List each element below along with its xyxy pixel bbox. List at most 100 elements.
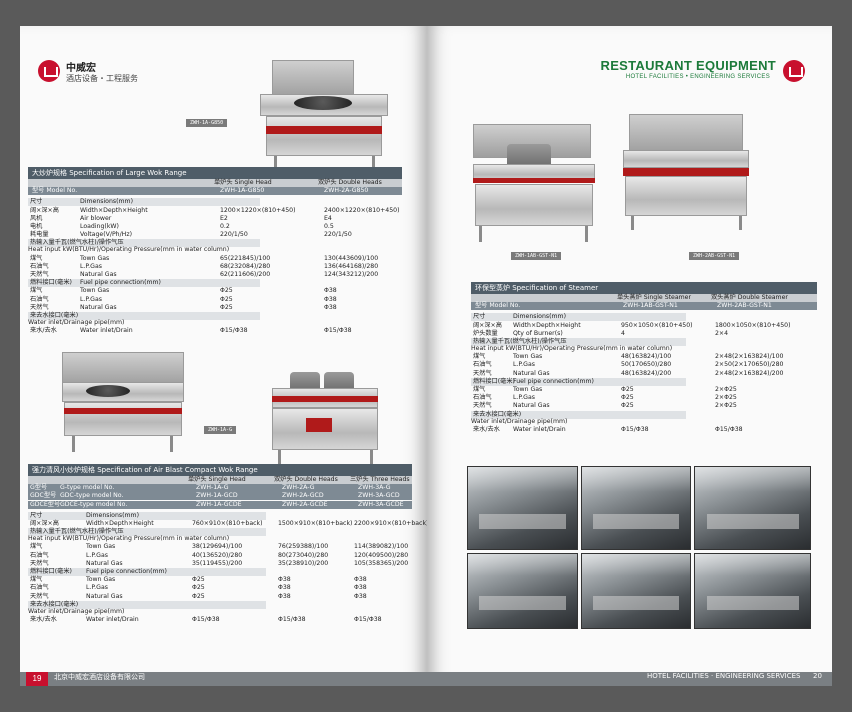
section-row: 燃料接口(毫米) Fuel pipe connection(mm) [28,568,267,576]
page-title: RESTAURANT EQUIPMENT [600,58,776,73]
row-label-cn: 石油气 [30,551,49,559]
spec-value: 2×48(2×163824)/100 [715,353,784,361]
spec-value: 35(238910)/200 [278,559,329,567]
row-label-en: Water inlet/Drain [513,425,566,433]
row-label-cn: 燃料接口(毫米) [30,568,72,575]
row-label-en: Natural Gas [86,592,123,600]
column-header: 双炉头 Double Heads [274,476,338,483]
row-label-cn: 石油气 [30,584,49,592]
row-label-cn: 热输入量千瓦(燃气水柱)/操作气压 [30,239,124,247]
row-label-cn: 石油气 [30,295,49,303]
row-label-en: Fuel pipe connection(mm) [513,377,594,385]
row-label-cn: 天然气 [30,303,49,311]
row-label-en: Width×Depth×Height [513,321,581,329]
row-label-en: Water inlet/Drain [86,616,139,623]
spec-value: Φ38 [324,295,337,303]
spec-value: Φ15/Φ38 [324,327,352,335]
spec-value: 760×910×(810+back) [192,520,263,527]
kitchen-photo [467,553,578,629]
row-label-en: Heat input kW(BTU/Hr)/Operating Pressure… [28,246,230,254]
spec-value: 80(273040)/280 [278,551,329,559]
footer-company: 北京中威宏酒店设备有限公司 [54,673,145,681]
spec-value: Φ25 [220,303,233,311]
spec-value: Φ25 [192,576,205,584]
row-label-cn: 煤气 [30,543,43,551]
row-label-cn: 电机 [30,223,43,230]
spec-row: 阔×深×高 Width×Depth×Height [28,520,266,528]
row-label-en: Water inlet/Drainage pipe(mm) [471,417,568,425]
row-label-cn: 阔×深×高 [30,206,59,214]
row-label-cn: 煤气 [473,386,486,393]
spec-value: 2×4 [715,329,729,337]
model-number: ZWH-2A-G [282,484,315,492]
page-number: 19 [26,672,48,686]
spec-value: 4 [621,329,625,337]
row-label-cn: 石油气 [473,361,492,369]
row-label-en: Water inlet/Drain [80,327,133,335]
product-label: ZWH-2AB-GST-N1 [689,252,740,260]
spec-value: 2×48(2×163824)/200 [715,369,784,377]
footer-services: HOTEL FACILITIES · ENGINEERING SERVICES [647,672,801,680]
spec-value: Φ38 [278,592,291,600]
spec-value: E2 [220,214,228,222]
spec-value: 1200×1220×(810+450) [220,206,296,214]
section-row: 燃料接口(毫米)Fuel pipe connection(mm) [471,377,686,386]
row-label-en: Fuel pipe connection(mm) [86,568,167,575]
row-label-en: L.P.Gas [513,394,535,402]
spec-row: 来水/去水 Water inlet/Drain [28,327,260,335]
spec-value: Φ15/Φ38 [621,425,649,433]
column-header: 三炉头 Three Heads [350,476,410,483]
model-type-label: G型号 [30,484,48,492]
spec-row: 石油气 L.P.Gas [471,394,686,402]
model-number: ZWH-2A-G850 [324,187,369,195]
column-header: 双炉头 Double Heads [318,179,382,186]
row-label-cn: 煤气 [30,287,43,295]
model-number: ZWH-3A-GCDE [358,500,404,508]
row-label-en: Fuel pipe connection(mm) [80,279,161,287]
row-label-en: Air blower [80,214,112,222]
row-label-cn: 来水/去水 [30,327,57,335]
product-image-double-wok [268,372,382,464]
spec-value: 136(464168)/280 [324,262,379,270]
spec-value: Φ15/Φ38 [278,616,306,623]
spec-value: Φ25 [621,402,634,410]
row-label-cn: 来去水接口(毫米) [30,600,79,608]
model-number: ZWH-1A-G [196,484,229,492]
product-image-double-steamer [623,114,749,230]
row-label-en: L.P.Gas [513,361,535,369]
row-label-en: Width×Depth×Height [80,206,148,214]
row-label-en: Natural Gas [86,559,123,567]
spec-value: Φ25 [220,287,233,295]
spec-value: 105(358365)/200 [354,559,409,567]
model-type-label: GDCE型号 [30,500,61,508]
row-label-cn: 阔×深×高 [30,520,59,527]
spec-value: 220/1/50 [324,231,352,239]
spec-value: Φ38 [278,584,291,592]
table-title: 环保型蒸炉 Specification of Steamer [471,282,817,294]
page-subtitle: HOTEL FACILITIES • ENGINEERING SERVICES [625,74,770,80]
row-label-cn: 石油气 [473,394,492,402]
row-label-en: Width×Depth×Height [86,520,154,527]
row-label-cn: 热输入量千瓦(燃气水柱)/操作气压 [30,528,124,536]
model-number: ZWH-1A-GCDE [196,500,242,508]
row-label-cn: 煤气 [30,254,43,262]
row-label-cn: 风机 [30,214,43,222]
spec-value: 2400×1220×(810+450) [324,206,400,214]
row-label-cn: 天然气 [30,592,49,600]
row-label-cn: 尺寸 [30,511,43,519]
spec-value: 38(129694)/100 [192,543,243,551]
